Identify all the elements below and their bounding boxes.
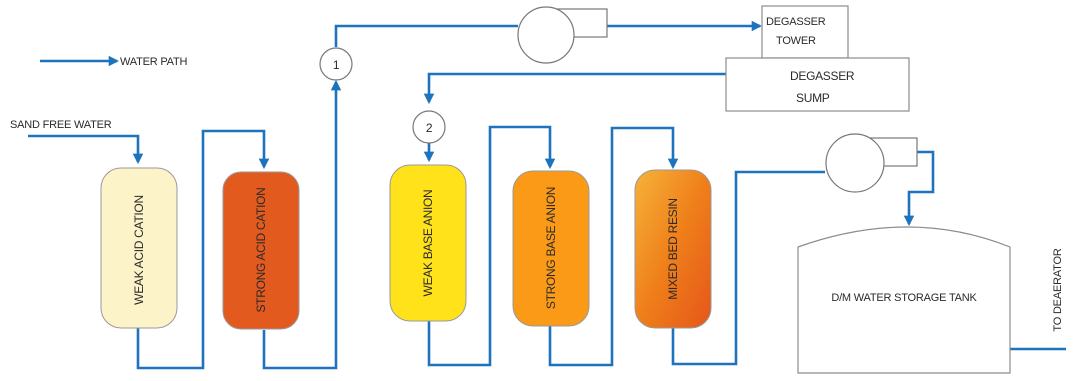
point-1: 1 (319, 47, 353, 81)
degasser-sump-line-2: SUMP (796, 91, 830, 105)
degasser-sump: DEGASSER SUMP (725, 57, 910, 112)
vessel-mixed-bed-resin: MIXED BED RESIN (634, 169, 712, 329)
vessel-weak-base-anion-body (389, 164, 467, 322)
pipe-sump-to-point-2 (423, 72, 726, 105)
vessel-mixed-bed-resin-label: MIXED BED RESIN (666, 198, 680, 300)
degasser-tower-line-1: DEGASSER (766, 16, 826, 28)
degasser-tower: DEGASSER TOWER (761, 5, 849, 59)
pipe-sba-to-mixed (548, 126, 679, 367)
vessel-weak-acid-cation-label: WEAK ACID CATION (132, 195, 146, 305)
degasser-tower-line-2: TOWER (776, 35, 816, 47)
pipe-point-1-to-blower (334, 24, 518, 47)
pipe-pump-to-tank (903, 150, 935, 227)
vessel-weak-base-anion: WEAK BASE ANION (389, 164, 467, 322)
vessel-strong-acid-cation: STRONG ACID CATION (222, 171, 300, 330)
outlet-label: TO DEAERATOR (1052, 248, 1064, 331)
degasser-blower (517, 6, 608, 64)
legend-label: WATER PATH (120, 56, 188, 68)
degasser-sump-line-1: DEGASSER (790, 69, 855, 83)
inlet-pipe (28, 134, 144, 165)
storage-tank-body (797, 226, 1011, 374)
vessel-weak-acid-cation: WEAK ACID CATION (100, 167, 178, 329)
storage-tank-label: D/M WATER STORAGE TANK (831, 292, 977, 304)
vessel-mixed-bed-resin-body (634, 169, 712, 329)
pipe-sac-to-point-1 (262, 79, 342, 370)
vessel-strong-base-anion-body (512, 170, 590, 327)
pipe-wac-to-sac (136, 129, 270, 370)
vessel-weak-acid-cation-body (100, 167, 178, 329)
point-1-label: 1 (333, 58, 340, 72)
point-2-label: 2 (426, 121, 433, 135)
legend: WATER PATH (40, 55, 188, 68)
vessel-strong-base-anion: STRONG BASE ANION (512, 170, 590, 327)
point-2: 2 (412, 110, 446, 144)
inlet-label: SAND FREE WATER (10, 119, 112, 131)
dm-water-storage-tank: D/M WATER STORAGE TANK (797, 226, 1011, 374)
vessel-strong-acid-cation-body (222, 171, 300, 330)
vessel-strong-acid-cation-label: STRONG ACID CATION (254, 187, 268, 312)
transfer-pump (825, 133, 918, 193)
vessel-strong-base-anion-label: STRONG BASE ANION (544, 187, 558, 309)
pipe-mixed-to-pump (671, 170, 825, 366)
pipe-wba-to-sba (427, 125, 556, 367)
vessel-weak-base-anion-label: WEAK BASE ANION (421, 190, 435, 297)
